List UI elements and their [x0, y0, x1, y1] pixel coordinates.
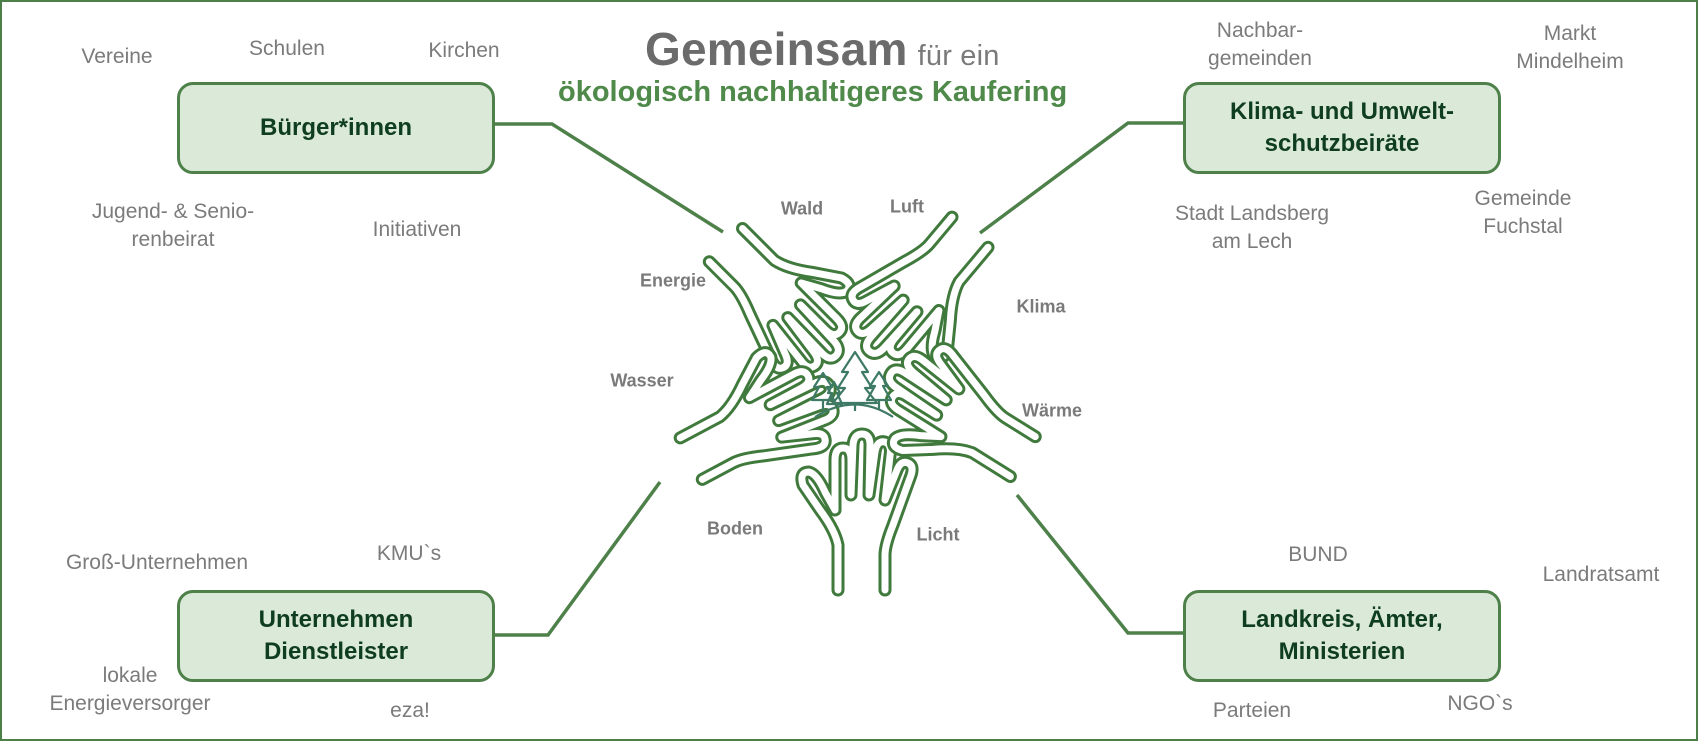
member-label-multiline: Nachbar- gemeinden — [1208, 17, 1312, 73]
member-label: BUND — [1288, 543, 1348, 566]
member-label: Initiativen — [372, 218, 462, 241]
theme-label-klima: Klima — [1016, 296, 1066, 317]
theme-label-energie: Energie — [639, 270, 707, 291]
member-line: Stadt Landsberg — [1174, 202, 1330, 225]
member-label: NGO`s — [1447, 692, 1513, 715]
title-main: Gemeinsam — [645, 23, 908, 75]
hand-right-icon — [882, 342, 1042, 484]
hand-bottom-icon — [795, 427, 919, 597]
theme-label-waerme: Wärme — [1021, 400, 1083, 421]
member-label-multiline: Jugend- & Senio- renbeirat — [92, 198, 254, 254]
title-suffix: für ein — [917, 40, 1000, 72]
member-line: Energieversorger — [49, 692, 211, 715]
group-box-buerger: Bürger*innen — [177, 82, 495, 174]
hand-upper-left-icon — [702, 221, 856, 375]
member-label: Landratsamt — [1542, 563, 1660, 586]
member-label-multiline: lokale Energieversorger — [49, 662, 210, 718]
hands-circle-icon — [673, 210, 1042, 597]
theme-label-licht: Licht — [916, 524, 960, 545]
connector-klima — [978, 121, 1183, 235]
member-label: Schulen — [249, 37, 325, 60]
member-label-multiline: Gemeinde Fuchstal — [1475, 185, 1572, 241]
group-label-line1: Landkreis, Ämter, — [1241, 606, 1443, 633]
connector-buerger — [493, 122, 724, 234]
member-label: Vereine — [81, 45, 153, 68]
forest-trees-icon — [810, 350, 894, 418]
theme-label-boden: Boden — [707, 518, 763, 539]
theme-label-wald: Wald — [780, 198, 824, 219]
group-label-line2: Dienstleister — [263, 638, 409, 665]
member-line: lokale — [102, 664, 158, 687]
group-label: Bürger*innen — [259, 114, 412, 141]
page-title: Gemeinsam für ein — [645, 22, 1000, 76]
connector-unternehmen — [493, 480, 662, 637]
member-label: eza! — [390, 699, 430, 722]
group-box-klima: Klima- und Umwelt- schutzbeiräte — [1183, 82, 1501, 174]
member-label: KMU`s — [376, 542, 442, 565]
group-box-unternehmen: Unternehmen Dienstleister — [177, 590, 495, 682]
member-label: Groß-Unternehmen — [65, 551, 249, 574]
member-label-multiline: Stadt Landsberg am Lech — [1175, 200, 1329, 256]
member-line: Mindelheim — [1516, 50, 1624, 73]
group-label-line1: Klima- und Umwelt- — [1229, 98, 1454, 125]
connector-landkreis — [1015, 493, 1183, 635]
member-line: Fuchstal — [1483, 215, 1563, 238]
theme-label-luft: Luft — [890, 196, 924, 217]
member-label-multiline: Markt Mindelheim — [1516, 20, 1623, 76]
page-subtitle: ökologisch nachhaltigeres Kaufering — [558, 76, 1068, 108]
member-line: am Lech — [1211, 230, 1293, 253]
group-label-line2: schutzbeiräte — [1264, 130, 1420, 157]
member-line: Jugend- & Senio- — [91, 200, 255, 223]
member-line: Nachbar- — [1216, 19, 1304, 42]
member-label: Parteien — [1212, 699, 1292, 722]
member-label: Kirchen — [428, 39, 500, 62]
member-line: gemeinden — [1208, 47, 1312, 70]
group-label-line2: Ministerien — [1278, 638, 1406, 665]
group-label-line1: Unternehmen — [258, 606, 414, 633]
group-box-landkreis: Landkreis, Ämter, Ministerien — [1183, 590, 1501, 682]
member-line: Gemeinde — [1474, 187, 1572, 210]
hand-left-icon — [673, 346, 840, 486]
theme-label-wasser: Wasser — [610, 370, 674, 391]
member-line: Markt — [1543, 22, 1597, 45]
member-line: renbeirat — [131, 228, 215, 251]
